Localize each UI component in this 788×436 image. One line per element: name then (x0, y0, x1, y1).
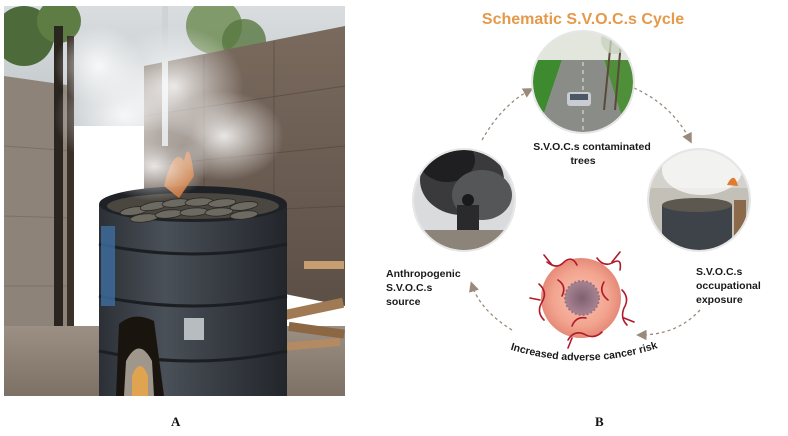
wooden-pole (54, 26, 63, 336)
node-right-line1: S.V.O.C.s (696, 266, 742, 278)
cancer-cell-illustration (529, 251, 635, 349)
cycle-arrows (469, 87, 701, 341)
node-bottom-text: Increased adverse cancer risk (509, 339, 659, 363)
arrow-left-to-top (481, 88, 534, 141)
photo-panel-a (4, 6, 345, 396)
node-right-line2: occupational (696, 280, 761, 292)
node-right-line3: exposure (696, 294, 743, 306)
firewood-pile (279, 261, 345, 352)
smoked-fish (119, 197, 259, 223)
node-top-line1: S.V.O.C.s contaminated (533, 141, 650, 153)
trees (4, 6, 266, 66)
schematic-title: Schematic S.V.O.C.s Cycle (482, 11, 684, 28)
panel-label-b: B (595, 414, 604, 429)
node-left-line3: source (386, 296, 421, 308)
smoke (54, 26, 284, 201)
occupational-exposure-image (647, 148, 751, 252)
schematic-panel-b: Schematic S.V.O.C.s Cycle (372, 0, 788, 410)
svoc-cycle-diagram: Schematic S.V.O.C.s Cycle (386, 11, 761, 364)
arrow-bottom-to-left (469, 281, 513, 331)
blood-vessels (529, 251, 635, 349)
anthropogenic-source-image (412, 148, 516, 252)
arrow-top-to-right (633, 87, 692, 144)
node-bottom-text-path: Increased adverse cancer risk (509, 339, 659, 363)
arrow-right-to-bottom (636, 309, 701, 341)
wooden-pole (67, 36, 74, 336)
node-left-line1: Anthropogenic (386, 268, 461, 280)
oil-drum-smoker (98, 186, 288, 396)
panel-label-a: A (171, 414, 181, 429)
node-left-line2: S.V.O.C.s (386, 282, 432, 294)
contaminated-trees-image (531, 30, 635, 134)
node-top-line2: trees (570, 155, 595, 167)
barrel-smoker-photo (4, 6, 345, 396)
